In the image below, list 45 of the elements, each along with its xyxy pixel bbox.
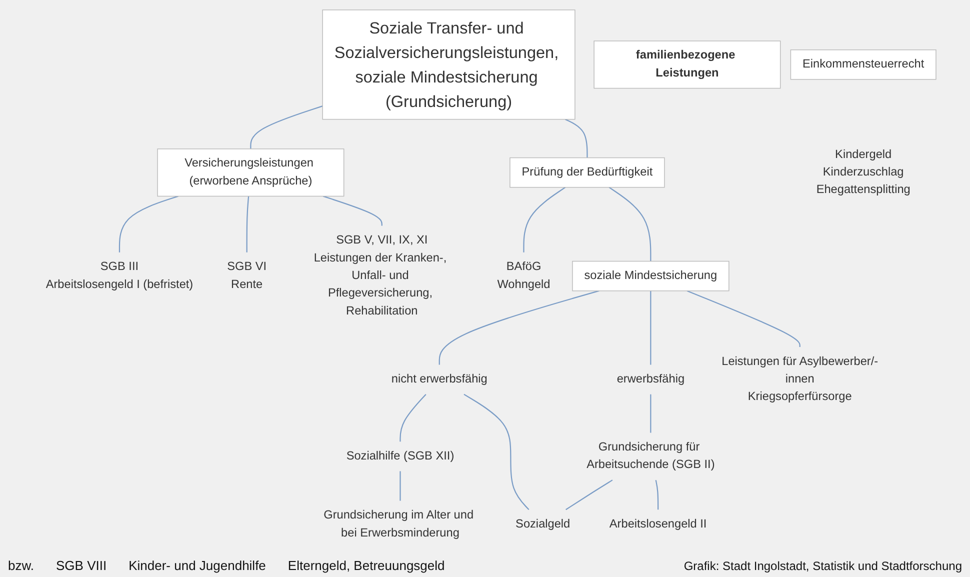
- connector: [438, 290, 600, 365]
- node-label: Ehegattensplitting: [816, 184, 910, 196]
- connector: [564, 118, 588, 158]
- connector: [118, 196, 178, 252]
- node-label: SGB VI: [227, 260, 267, 274]
- connector: [608, 186, 652, 262]
- node-text: Grundsicherung im Alter und bei Erwerbsminderung: [324, 508, 474, 540]
- connector: [686, 290, 800, 347]
- caption: Grafik: Stadt Ingolstadt, Statistik und Stadtforschung: [684, 558, 962, 572]
- node-text: nicht erwerbsfähig: [391, 372, 488, 386]
- connector: [400, 471, 401, 501]
- note-text: Elterngeld, Betreuungsgeld: [288, 558, 445, 573]
- node-text: Grundsicherung für Arbeitsuchende (SGB II): [586, 440, 715, 472]
- node-text: BAföG Wohngeld: [497, 260, 550, 291]
- connector: [246, 196, 250, 252]
- node-text: erwerbsfähig: [616, 372, 685, 386]
- node-box: Versicherungsleistungen (erworbene Ansprüche): [157, 148, 344, 197]
- note-text: bzw.: [8, 558, 34, 573]
- node-label: SGB III: [100, 260, 139, 274]
- connector: [650, 290, 652, 365]
- node-text: Rente: [231, 278, 263, 291]
- connector: [322, 196, 382, 226]
- note-text: SGB VIII: [56, 558, 107, 573]
- node-box: soziale Mindestsicherung: [572, 260, 730, 292]
- note-text: Kinder- und Jugendhilfe: [128, 558, 266, 573]
- connector: [250, 106, 323, 149]
- connector: [464, 394, 530, 510]
- connector: [650, 394, 652, 433]
- node-text: Leistungen für Asylbewerber/-innen Kriegsopferfürsorge: [722, 355, 878, 404]
- node-label: SGB V, VII, IX, XI: [336, 234, 428, 246]
- connector: [566, 480, 613, 510]
- node-text: Leistungen der Kranken-, Unfall- und Pflegeversicherung, Rehabilitation: [314, 252, 447, 318]
- node-box: Prüfung der Bedürftigkeit: [510, 157, 665, 188]
- node-box: familienbezogene Leistungen: [594, 40, 781, 89]
- node-text: Arbeitslosengeld II: [609, 518, 707, 530]
- connector: [655, 480, 659, 510]
- node-text: Sozialhilfe (SGB XII): [346, 450, 454, 462]
- node-box: Einkommensteuerrecht: [790, 49, 936, 80]
- node-label: Kinderzuschlag: [822, 166, 904, 178]
- node-text: Sozialgeld: [516, 518, 570, 530]
- node-label: Kindergeld: [835, 148, 892, 161]
- node-box: Soziale Transfer- und Sozialversicherungsleistungen, soziale Mindestsicherung (Grundsicherung): [322, 10, 576, 120]
- connector: [523, 186, 566, 252]
- node-text: Arbeitslosengeld I (befristet): [46, 278, 194, 291]
- connector: [400, 394, 426, 442]
